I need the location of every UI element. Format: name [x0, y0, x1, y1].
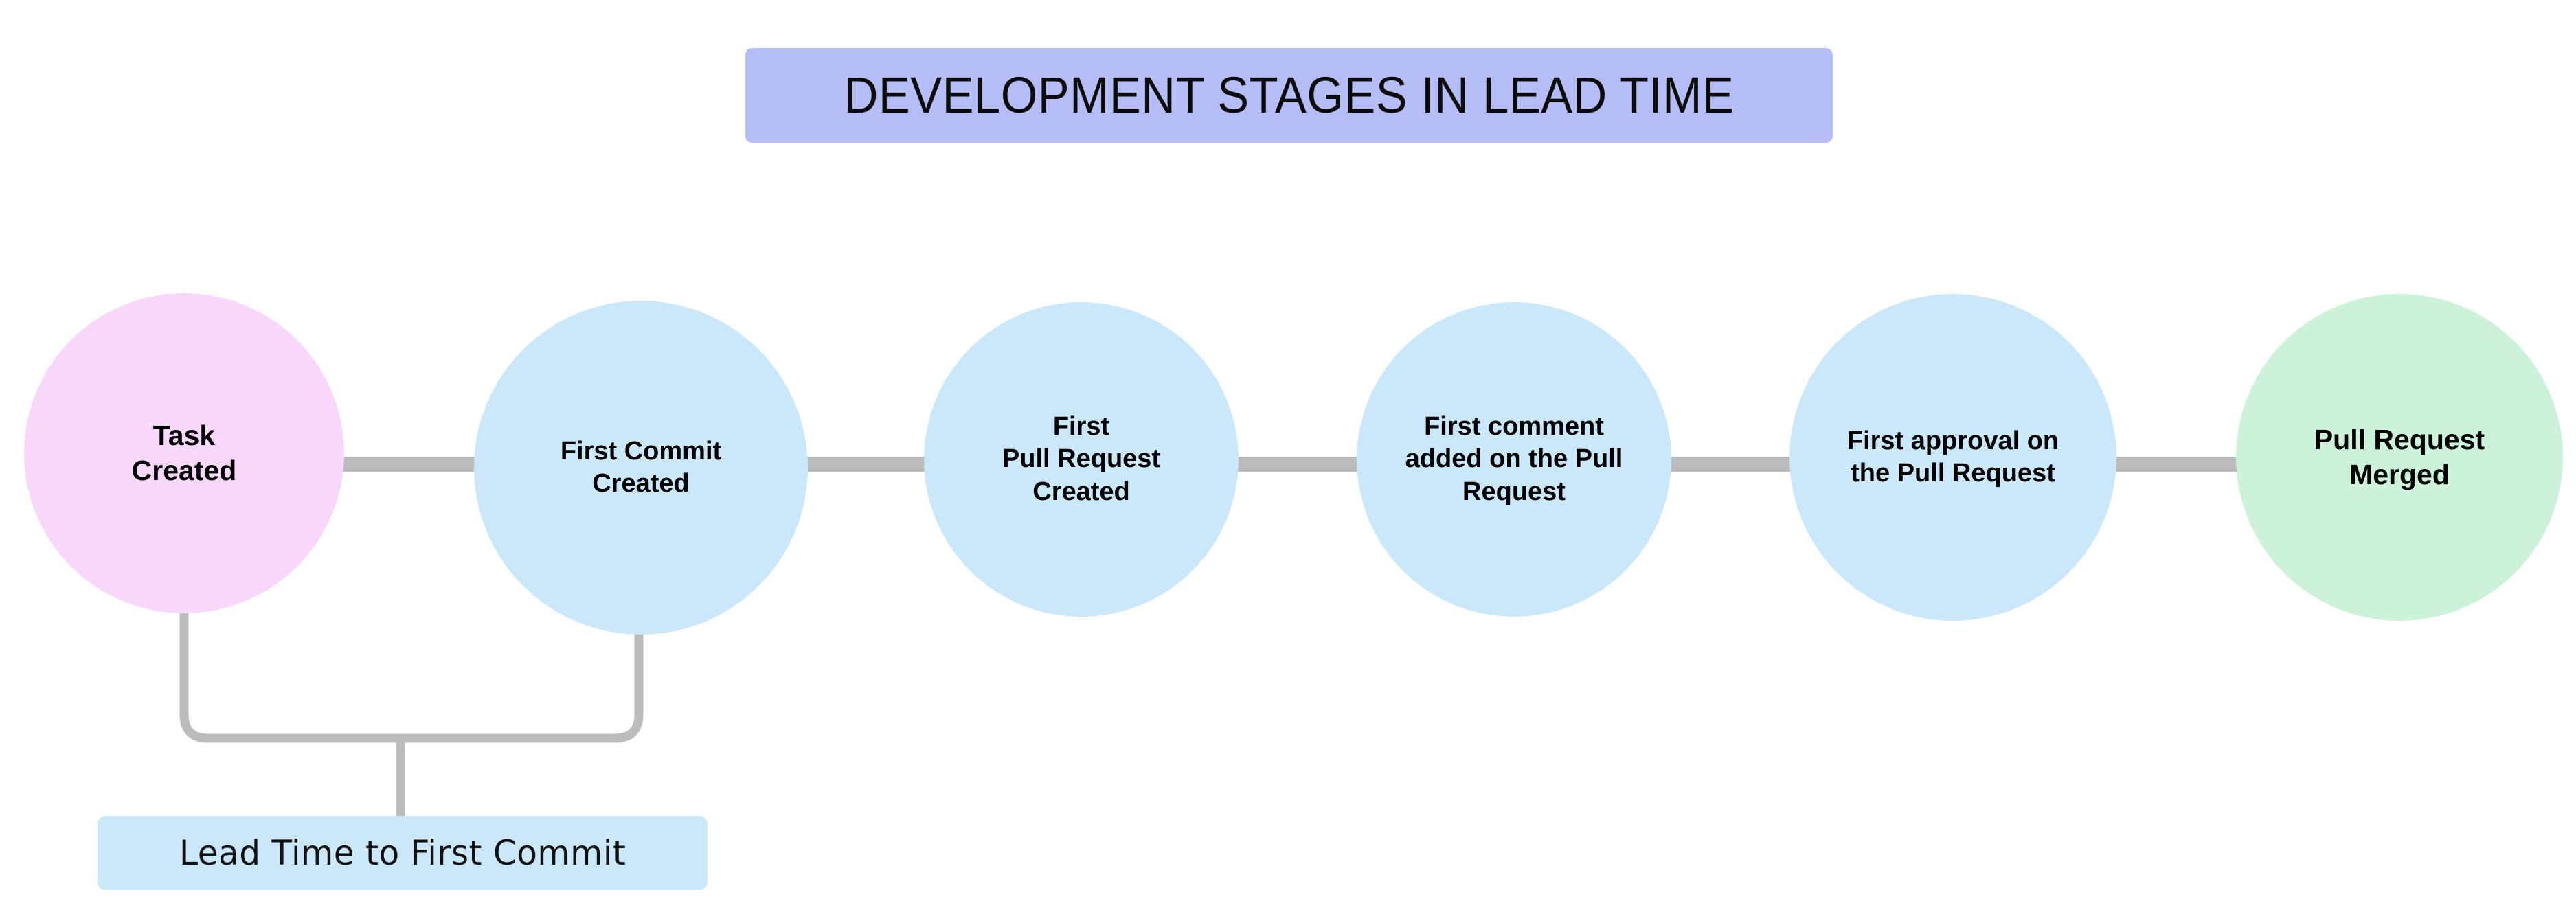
lead-time-callout[interactable]: Lead Time to First Commit [98, 816, 708, 890]
connector-5-6 [2114, 457, 2238, 472]
stage-label-first-commit-created: First Commit Created [560, 436, 722, 498]
stage-node-pull-request-merged[interactable]: Pull Request Merged [2236, 294, 2563, 621]
stage-label-first-approval: First approval on the Pull Request [1846, 426, 2059, 488]
stage-label-task-created: Task Created [131, 420, 237, 486]
stage-node-task-created[interactable]: Task Created [24, 293, 344, 613]
stage-label-first-pull-request-created: First Pull Request Created [1002, 412, 1161, 506]
stage-node-first-approval[interactable]: First approval on the Pull Request [1789, 294, 2116, 621]
connector-2-3 [805, 457, 926, 472]
page-title: DEVELOPMENT STAGES IN LEAD TIME [844, 67, 1735, 124]
stage-node-first-comment-added[interactable]: First comment added on the Pull Request [1357, 302, 1671, 617]
stage-node-first-pull-request-created[interactable]: First Pull Request Created [924, 302, 1239, 617]
connector-3-4 [1235, 457, 1359, 472]
lead-time-callout-label: Lead Time to First Commit [179, 833, 626, 873]
stage-node-first-commit-created[interactable]: First Commit Created [474, 301, 808, 635]
connector-1-2 [341, 457, 477, 472]
stage-label-pull-request-merged: Pull Request Merged [2314, 424, 2485, 490]
connector-4-5 [1668, 457, 1792, 472]
stage-label-first-comment-added: First comment added on the Pull Request [1405, 412, 1623, 506]
page-title-banner: DEVELOPMENT STAGES IN LEAD TIME [745, 48, 1833, 143]
